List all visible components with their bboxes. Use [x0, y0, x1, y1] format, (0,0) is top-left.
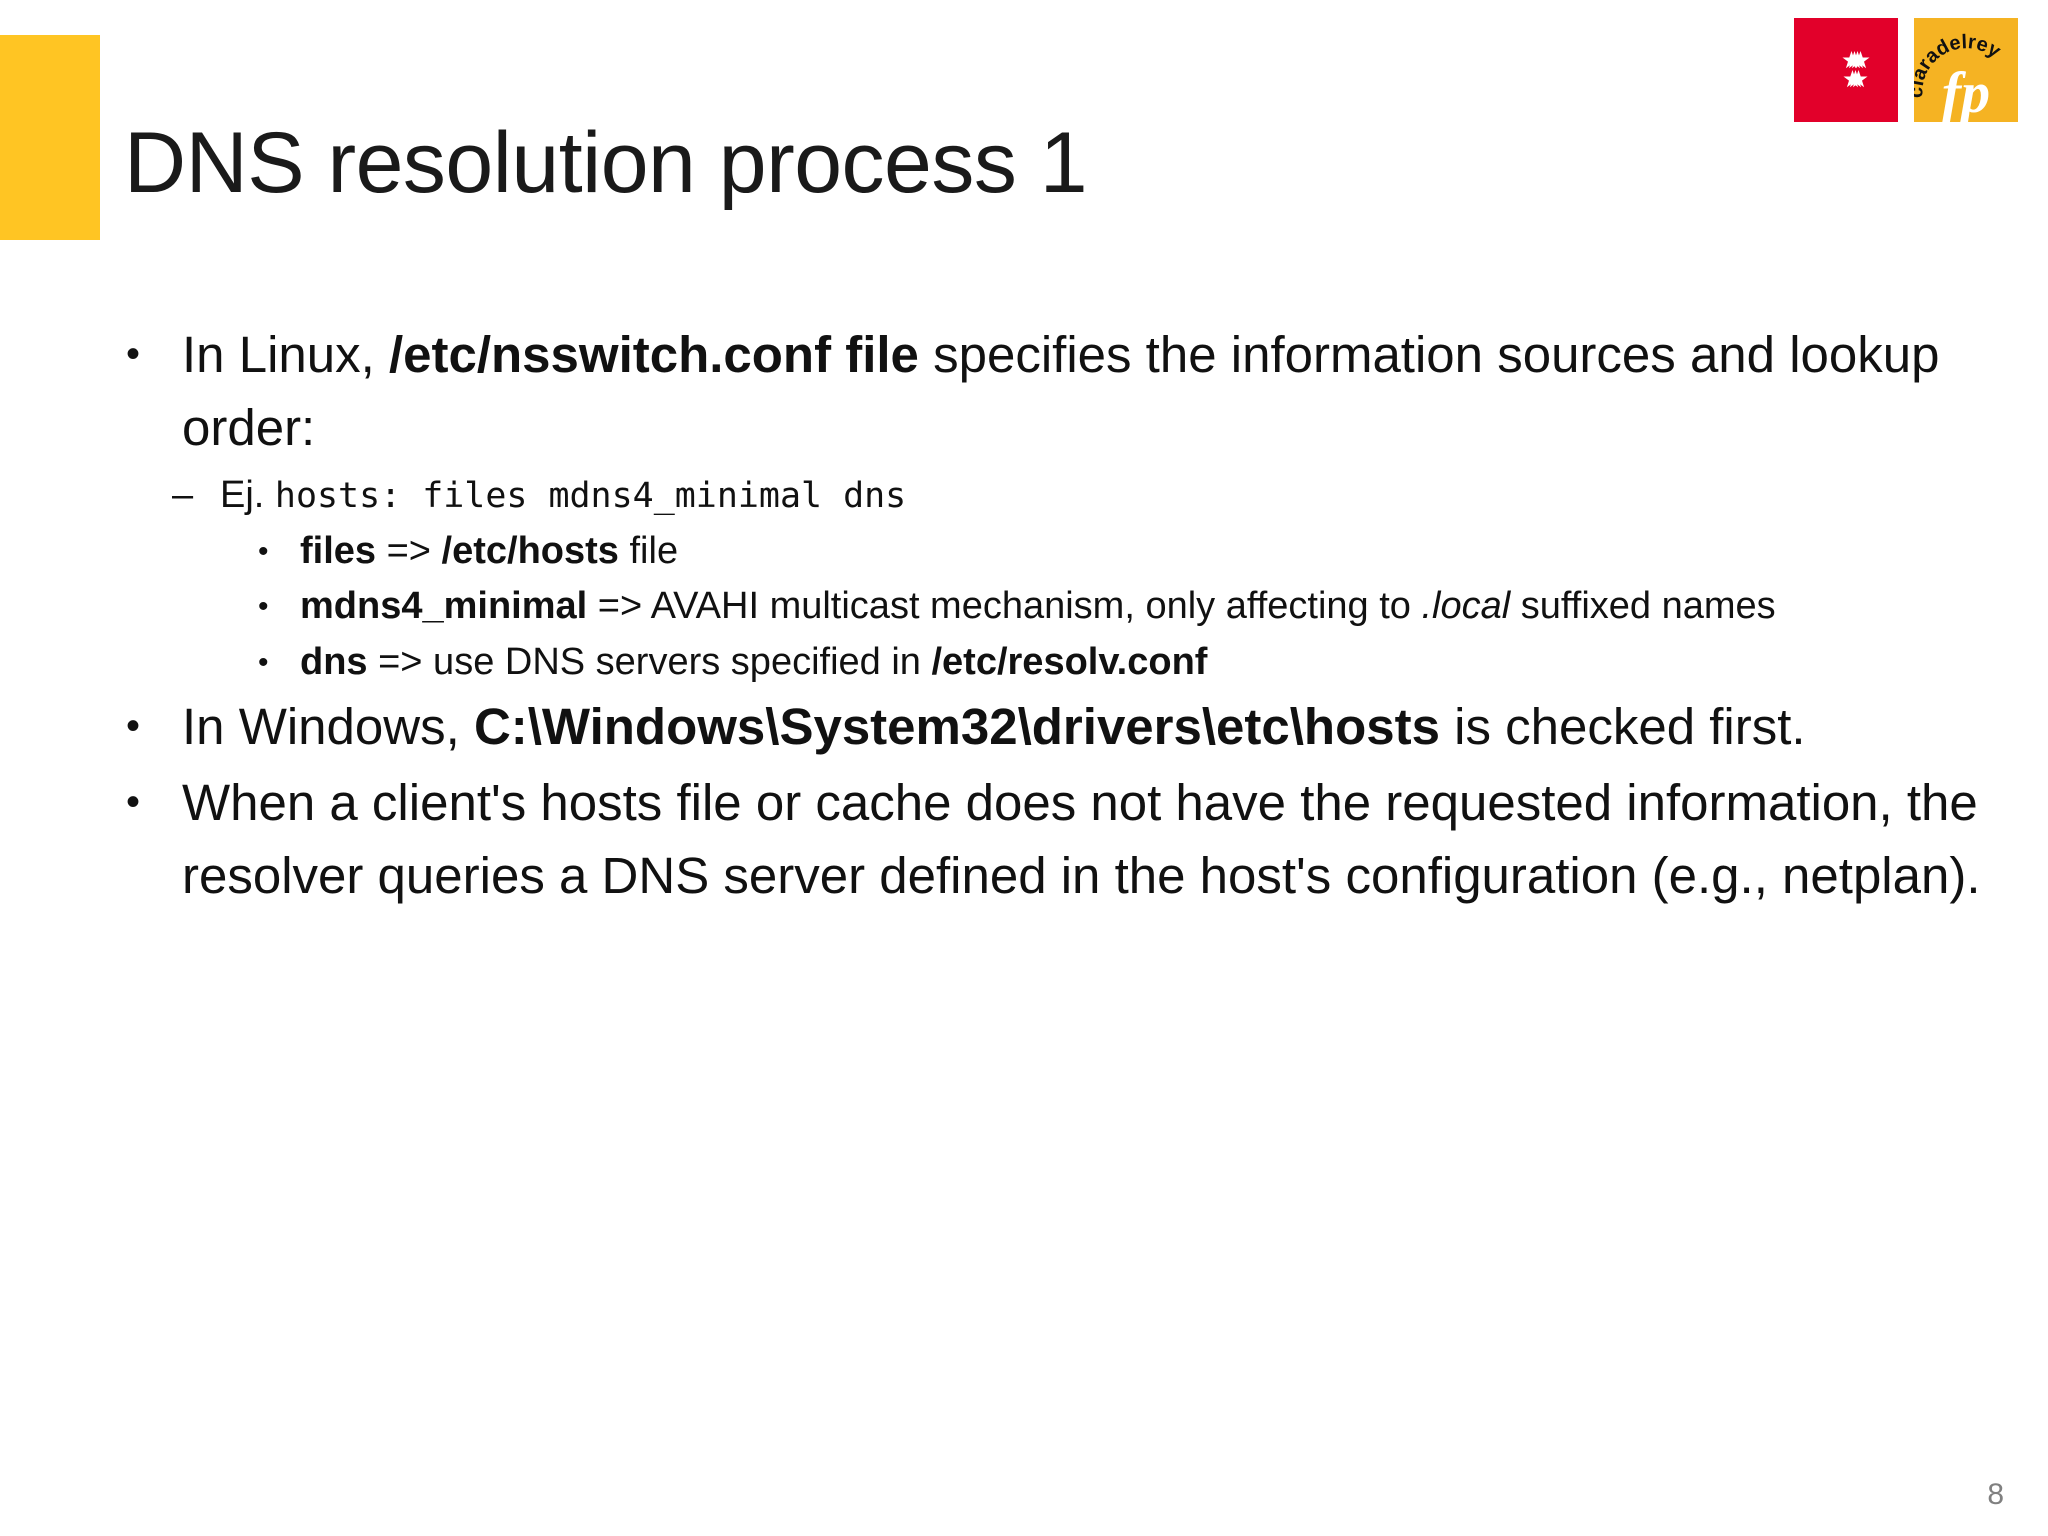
- text-part: suffixed names: [1510, 585, 1776, 628]
- text-emphasis: dns: [300, 640, 368, 683]
- bullet-marker: •: [258, 645, 269, 679]
- bullet-marker: •: [258, 590, 269, 624]
- page-title: DNS resolution process 1: [124, 115, 1088, 211]
- text-emphasis: /etc/resolv.conf: [931, 640, 1208, 683]
- code-sample: hosts: files mdns4_minimal dns: [274, 475, 907, 516]
- bullet-marker: •: [258, 534, 269, 568]
- sub-sub-bullet-text: dns => use DNS servers specified in /etc…: [300, 635, 2000, 690]
- sub-bullet-text: Ej. hosts: files mdns4_minimal dns: [220, 467, 2000, 524]
- text-part: is checked first.: [1439, 698, 1806, 756]
- comunidad-de-madrid-logo: [1794, 18, 1898, 122]
- bullet-text: When a client's hosts file or cache does…: [182, 773, 1981, 905]
- text-emphasis: /etc/nsswitch.conf file: [388, 326, 919, 383]
- page-number: 8: [1987, 1478, 2004, 1511]
- text-part: => use DNS servers specified in: [367, 640, 932, 683]
- text-part: In Windows,: [182, 698, 474, 756]
- bullet-text: In Windows, C:\Windows\System32\drivers\…: [182, 690, 2000, 763]
- text-part: => AVAHI multicast mechanism, only affec…: [587, 585, 1422, 628]
- text-part: =>: [376, 529, 442, 572]
- bullet-marker: •: [126, 704, 141, 749]
- logo-group: claradelrey fp: [1794, 18, 2018, 122]
- text-part: Ej.: [220, 473, 275, 516]
- title-accent-bar: [0, 35, 100, 240]
- bullet-marker: •: [126, 332, 141, 376]
- sub-sub-bullet-mdns4-minimal: • mdns4_minimal => AVAHI multicast mecha…: [110, 579, 2000, 635]
- sub-bullet-example: – Ej. hosts: files mdns4_minimal dns: [110, 467, 2000, 524]
- claradelrey-fp-mark: claradelrey fp: [1914, 18, 2018, 122]
- bullet-windows-hosts: • In Windows, C:\Windows\System32\driver…: [110, 690, 2000, 763]
- text-part: file: [618, 529, 679, 572]
- sub-sub-bullet-text: mdns4_minimal => AVAHI multicast mechani…: [300, 579, 2000, 634]
- text-part: specifies the information sources and lo…: [182, 326, 1940, 457]
- text-emphasis: mdns4_minimal: [300, 585, 588, 628]
- sub-sub-bullet-text: files => /etc/hosts file: [300, 524, 2000, 579]
- sub-sub-bullet-files: • files => /etc/hosts file: [110, 524, 2000, 580]
- bullet-marker: •: [126, 779, 141, 824]
- text-emphasis: C:\Windows\System32\drivers\etc\hosts: [473, 698, 1440, 756]
- sub-sub-bullet-dns: • dns => use DNS servers specified in /e…: [110, 635, 2000, 691]
- text-part: In Linux,: [182, 326, 389, 383]
- claradelrey-fp-logo: claradelrey fp: [1914, 18, 2018, 122]
- bullet-text: In Linux, /etc/nsswitch.conf file specif…: [182, 318, 2000, 465]
- text-italic: .local: [1421, 585, 1511, 628]
- text-emphasis: files: [300, 529, 377, 572]
- bullet-resolver-query: • When a client's hosts file or cache do…: [110, 766, 2000, 913]
- slide-body: • In Linux, /etc/nsswitch.conf file spec…: [110, 318, 2000, 915]
- svg-text:fp: fp: [1942, 60, 1990, 122]
- text-emphasis: /etc/hosts: [441, 529, 619, 572]
- bullet-linux-nsswitch: • In Linux, /etc/nsswitch.conf file spec…: [110, 318, 2000, 465]
- dash-marker: –: [172, 473, 194, 516]
